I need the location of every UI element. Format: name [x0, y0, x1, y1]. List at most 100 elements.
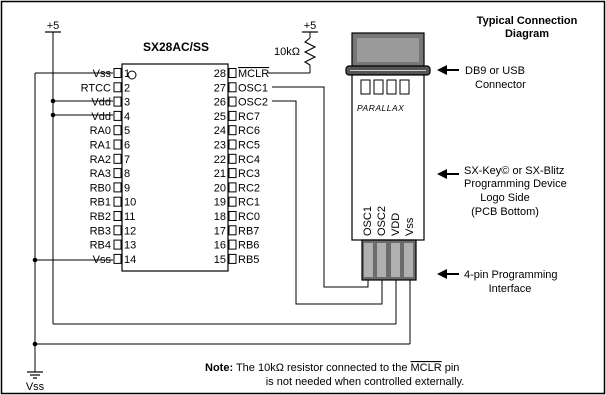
- pin-pad: [228, 139, 237, 150]
- pin-pad: [228, 253, 237, 264]
- pin-name: RC2: [238, 182, 260, 194]
- pin-name: RB1: [90, 197, 111, 209]
- pin-pad: [113, 68, 122, 78]
- pin-number: 3: [124, 97, 130, 109]
- pin-pad: [228, 125, 237, 136]
- pin-pad: [113, 182, 122, 193]
- junction-vss-14: [32, 257, 38, 263]
- supply-left-label: +5: [47, 20, 60, 32]
- pin-number: 26: [214, 97, 226, 109]
- title-line-2: Diagram: [505, 28, 549, 40]
- callout-device-line-4: (PCB Bottom): [471, 206, 539, 218]
- pin-pad: [113, 139, 122, 150]
- pin-pad: [228, 239, 237, 250]
- note-text-a: The 10kΩ resistor connected to the: [233, 362, 410, 374]
- right-pin-24: 24 RC6: [214, 125, 260, 137]
- pin-number: 20: [214, 182, 226, 194]
- pin-pad: [113, 196, 122, 207]
- pin-pad: [113, 125, 122, 136]
- note-line-2: is not needed when controlled externally…: [266, 376, 465, 388]
- pin-pad: [228, 153, 237, 164]
- pin-name: RC6: [238, 125, 260, 137]
- pin-name: RC5: [238, 140, 260, 152]
- pin-pad: [113, 211, 122, 221]
- resistor-10k: [303, 37, 317, 66]
- left-pin-3: Vdd 3: [91, 96, 130, 109]
- pin-pad: [228, 182, 237, 193]
- pin-name: MCLR: [238, 68, 269, 80]
- pin-name: RA2: [90, 154, 111, 166]
- pin-pad: [113, 253, 122, 264]
- pin-name: RB4: [90, 240, 111, 252]
- pin-name: RC0: [238, 211, 260, 223]
- pin-name: RB7: [238, 225, 259, 237]
- device-pin-label: OSC2: [376, 206, 388, 236]
- pin-name: RC7: [238, 111, 260, 123]
- ground-symbol: [27, 371, 43, 379]
- pin-number: 16: [214, 240, 226, 252]
- pin-pad: [113, 96, 122, 107]
- pin-name: RB3: [90, 225, 111, 237]
- junction-vdd-3: [50, 98, 56, 104]
- pin-number: 28: [214, 68, 226, 80]
- pin-pad: [228, 96, 237, 107]
- pin-number: 22: [214, 154, 226, 166]
- pin-pad: [113, 110, 122, 121]
- left-pin-5: RA0 5: [90, 125, 130, 137]
- junction-vdd-4: [50, 112, 56, 118]
- pin-pad: [113, 225, 122, 236]
- pin-pad: [228, 168, 237, 179]
- right-pin-28: 28 MCLR: [214, 68, 269, 80]
- pin-number: 6: [124, 140, 130, 152]
- title-line-1: Typical Connection: [477, 15, 578, 27]
- device-body: [351, 74, 425, 241]
- pin-pad: [228, 225, 237, 236]
- pin-name: RB6: [238, 240, 259, 252]
- pin-pad: [113, 82, 122, 93]
- left-pin-4: Vdd 4: [91, 110, 130, 123]
- pin-name: Vdd: [91, 111, 111, 123]
- resistor-label: 10kΩ: [274, 46, 300, 58]
- pin-pad: [228, 82, 237, 93]
- pin-pad: [113, 153, 122, 164]
- header-slots: [360, 79, 410, 95]
- brand-logo: PARALLAX: [357, 103, 404, 113]
- pin-number: 4: [124, 111, 130, 123]
- pin-name: RC4: [238, 154, 260, 166]
- callout-device: SX-Key© or SX-Blitz Programming Device L…: [437, 165, 567, 218]
- pin-name: Vss: [93, 68, 112, 80]
- pin-pad: [228, 110, 237, 121]
- pin-name: RA0: [90, 125, 111, 137]
- pin-number: 24: [214, 125, 226, 137]
- callout-db9: DB9 or USB Connector: [437, 65, 526, 91]
- pin-pad: [228, 196, 237, 207]
- callout-iface-line-2: Interface: [489, 283, 532, 295]
- pin1-marker: [127, 70, 137, 80]
- callout-device-line-1: SX-Key© or SX-Blitz: [464, 165, 564, 177]
- right-pin-22: 22 RC4: [214, 153, 260, 166]
- pin-number: 5: [124, 125, 130, 137]
- ground-label: Vss: [26, 381, 45, 393]
- device-pin-label: OSC1: [362, 206, 374, 236]
- pin-number: 23: [214, 140, 226, 152]
- pin-number: 17: [214, 225, 226, 237]
- pin-name: Vdd: [91, 97, 111, 109]
- note-text-b: pin: [442, 362, 460, 374]
- callout-interface: 4-pin Programming Interface: [437, 269, 558, 295]
